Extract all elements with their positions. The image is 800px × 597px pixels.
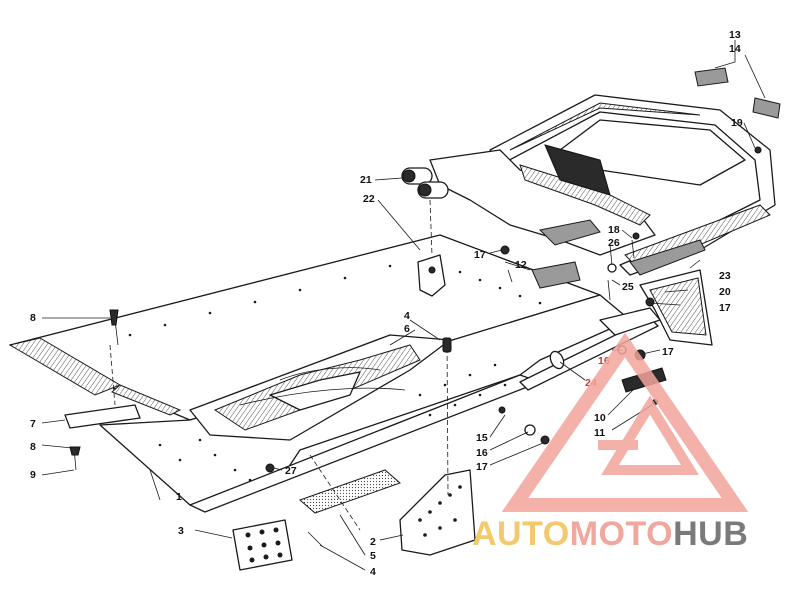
shock-tube	[401, 167, 449, 199]
callout-25: 25	[622, 281, 634, 293]
callout-4-lower: 4	[370, 566, 376, 578]
callout-16-lower: 16	[476, 447, 488, 459]
callout-27: 27	[285, 465, 297, 477]
callout-18: 18	[608, 224, 620, 236]
callout-2: 2	[370, 536, 376, 548]
callout-5: 5	[370, 550, 376, 562]
callout-7: 7	[30, 418, 36, 430]
callout-1: 1	[176, 491, 182, 503]
bracket-10	[621, 367, 667, 393]
callout-3: 3	[178, 525, 184, 537]
side-plate-7	[64, 404, 141, 429]
mudflap-bracket	[417, 254, 446, 297]
callout-17-mid: 17	[662, 346, 674, 358]
callout-19: 19	[731, 117, 743, 129]
callout-14: 14	[729, 43, 741, 55]
callout-16: 16	[598, 355, 610, 367]
plate-3	[232, 519, 293, 571]
callout-21: 21	[360, 174, 372, 186]
callout-24: 24	[585, 377, 597, 389]
callout-15: 15	[476, 432, 488, 444]
callout-17: 17	[474, 249, 486, 261]
callout-22: 22	[363, 193, 375, 205]
rear-bumper-frame	[429, 94, 776, 346]
callout-17-lower: 17	[476, 461, 488, 473]
callout-23: 23	[719, 270, 731, 282]
bracket-plate-2	[399, 469, 476, 556]
callout-12: 12	[515, 259, 527, 271]
reflector-decals	[694, 67, 781, 119]
callout-20: 20	[719, 286, 731, 298]
callout-9: 9	[30, 469, 36, 481]
callout-8: 8	[30, 312, 36, 324]
callout-4: 4	[404, 310, 410, 322]
rivet-pattern	[128, 264, 542, 482]
callout-13: 13	[729, 29, 741, 41]
callout-10: 10	[594, 412, 606, 424]
callout-17-rear: 17	[719, 302, 731, 314]
bracket-12	[531, 261, 581, 289]
callout-26: 26	[608, 237, 620, 249]
callout-8-lower: 8	[30, 441, 36, 453]
grip-pad-5	[299, 469, 401, 514]
tunnel-pan	[8, 234, 631, 513]
callout-6: 6	[404, 323, 410, 335]
callout-11: 11	[594, 427, 605, 439]
